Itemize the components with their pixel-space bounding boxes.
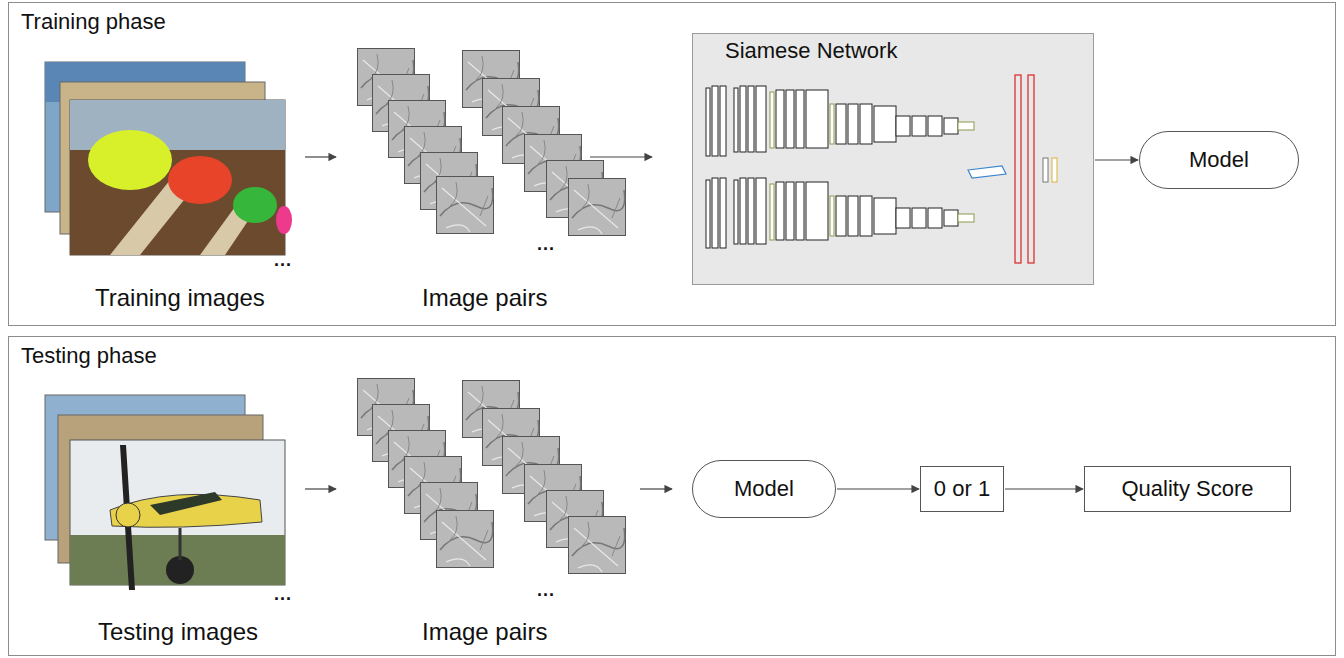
model-box: Model <box>1139 131 1299 189</box>
box-label: Model <box>734 476 794 502</box>
ellipsis-mark: ... <box>274 250 292 271</box>
image-caption: Image pairs <box>422 284 547 312</box>
output-box: 0 or 1 <box>920 466 1004 512</box>
phase-title: Testing phase <box>21 343 157 369</box>
box-label: Quality Score <box>1121 476 1253 502</box>
phase-title: Training phase <box>21 9 166 35</box>
flow-arrow <box>837 488 919 489</box>
image-caption: Testing images <box>98 618 258 646</box>
model-box: Model <box>692 460 836 518</box>
image-caption: Training images <box>95 284 265 312</box>
box-label: 0 or 1 <box>934 476 990 502</box>
ellipsis-mark: ... <box>537 234 555 255</box>
ellipsis-mark: ... <box>274 584 292 605</box>
flow-arrow <box>1095 159 1138 160</box>
image-caption: Image pairs <box>422 618 547 646</box>
phase-panel: Training phaseSiamese NetworkModel <box>8 2 1336 326</box>
group-title: Siamese Network <box>725 38 897 64</box>
score-box: Quality Score <box>1084 466 1291 512</box>
network-group: Siamese Network <box>692 33 1094 285</box>
phase-panel: Testing phaseModel 0 or 1 Quality Score <box>8 336 1336 656</box>
flow-arrow <box>1005 488 1083 489</box>
box-label: Model <box>1189 147 1249 173</box>
ellipsis-mark: ... <box>537 580 555 601</box>
